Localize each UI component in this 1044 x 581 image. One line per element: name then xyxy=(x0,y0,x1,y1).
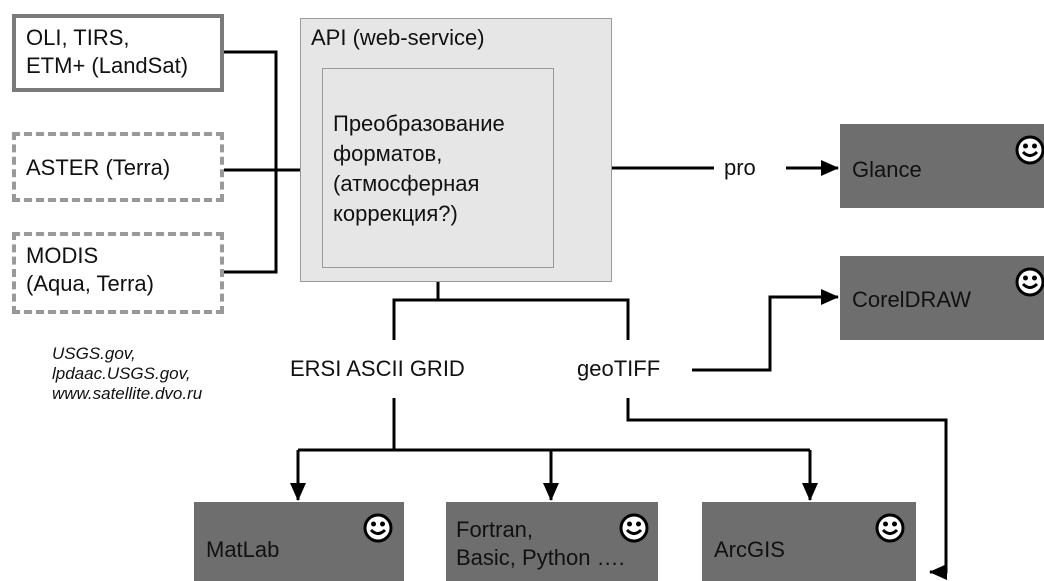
dest-coreldraw-label: CorelDRAW xyxy=(852,287,971,312)
smiley-face-icon xyxy=(875,513,905,543)
dest-matlab-box: MatLab xyxy=(194,502,404,581)
smiley-face-icon xyxy=(1015,135,1044,165)
sources-note: USGS.gov, lpdaac.USGS.gov, www.satellite… xyxy=(52,344,203,403)
pro-label: pro xyxy=(724,155,756,180)
dest-arcgis-box: ArcGIS xyxy=(702,502,916,581)
connector-split-geotiff xyxy=(438,298,630,340)
smiley-face-icon xyxy=(1015,267,1044,297)
dest-coreldraw-box: CorelDRAW xyxy=(840,256,1044,340)
dest-fortran-label: Fortran, Basic, Python …. xyxy=(456,517,625,570)
smiley-face-icon xyxy=(619,513,649,543)
source-landsat-label: OLI, TIRS, ETM+ (LandSat) xyxy=(26,25,189,78)
dest-glance-box: Glance xyxy=(840,124,1044,208)
dest-fortran-box: Fortran, Basic, Python …. xyxy=(446,502,658,581)
connector-api-down xyxy=(392,268,440,340)
geotiff-label: geoTIFF xyxy=(577,356,661,381)
source-modis-label: MODIS (Aqua, Terra) xyxy=(26,243,154,296)
api-process-box: Преобразование форматов, (атмосферная ко… xyxy=(322,68,554,268)
ersi-label: ERSI ASCII GRID xyxy=(290,356,465,381)
connector-oli xyxy=(224,50,278,170)
source-landsat-box: OLI, TIRS, ETM+ (LandSat) xyxy=(12,14,224,92)
connector-geotiff-to-arcgis xyxy=(626,398,948,580)
source-aster-label: ASTER (Terra) xyxy=(26,155,171,180)
source-aster-box: ASTER (Terra) xyxy=(12,132,224,202)
dest-matlab-label: MatLab xyxy=(206,537,280,562)
dest-arcgis-label: ArcGIS xyxy=(714,537,785,562)
dest-glance-label: Glance xyxy=(852,157,922,182)
connector-geotiff-to-coreldraw xyxy=(692,289,839,372)
api-title: API (web-service) xyxy=(311,25,485,50)
source-modis-box: MODIS (Aqua, Terra) xyxy=(12,232,224,314)
api-process-label: Преобразование форматов, (атмосферная ко… xyxy=(333,111,505,226)
connector-modis xyxy=(224,170,278,274)
smiley-face-icon xyxy=(363,513,393,543)
